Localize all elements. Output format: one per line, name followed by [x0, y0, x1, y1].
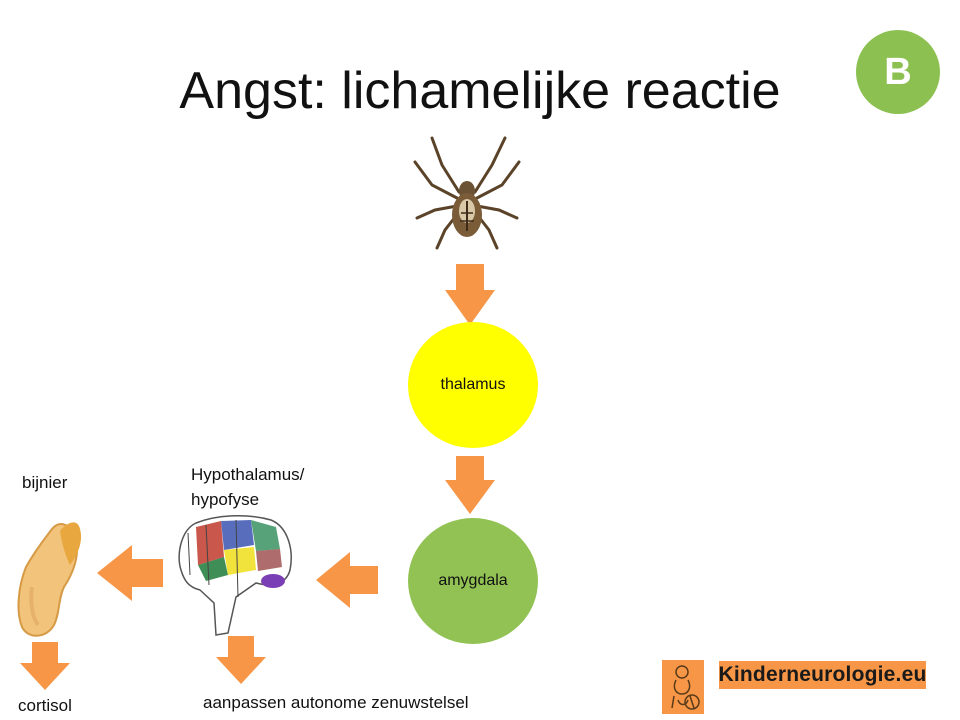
hypothalamus-label-line2: hypofyse [191, 490, 260, 509]
arrow-hypothalamus-to-adrenal [97, 545, 163, 601]
arrow-hypothalamus-to-autonomic [216, 636, 266, 684]
amygdala-node: amygdala [408, 518, 538, 644]
autonomic-label: aanpassen autonome zenuwstelsel [203, 693, 469, 712]
hypothalamus-label: Hypothalamus/ hypofyse [191, 462, 304, 512]
arrow-adrenal-to-cortisol [20, 642, 70, 690]
adrenal-label: bijnier [22, 473, 68, 492]
logo-text: Kinderneurologie.eu [718, 663, 927, 686]
amygdala-label: amygdala [438, 572, 508, 589]
cortisol-label: cortisol [18, 696, 72, 715]
section-badge: B [856, 30, 940, 114]
hypothalamus-label-line1: Hypothalamus/ [191, 465, 305, 484]
arrow-amygdala-to-hypothalamus [316, 552, 378, 608]
logo-emblem-icon [662, 660, 704, 714]
page-title: Angst: lichamelijke reactie [179, 62, 781, 120]
logo-banner[interactable]: Kinderneurologie.eu [719, 661, 926, 689]
arrow-thalamus-to-amygdala [445, 456, 495, 514]
thalamus-node: thalamus [408, 322, 538, 448]
thalamus-label: thalamus [440, 376, 506, 393]
arrow-spider-to-thalamus [445, 264, 495, 325]
